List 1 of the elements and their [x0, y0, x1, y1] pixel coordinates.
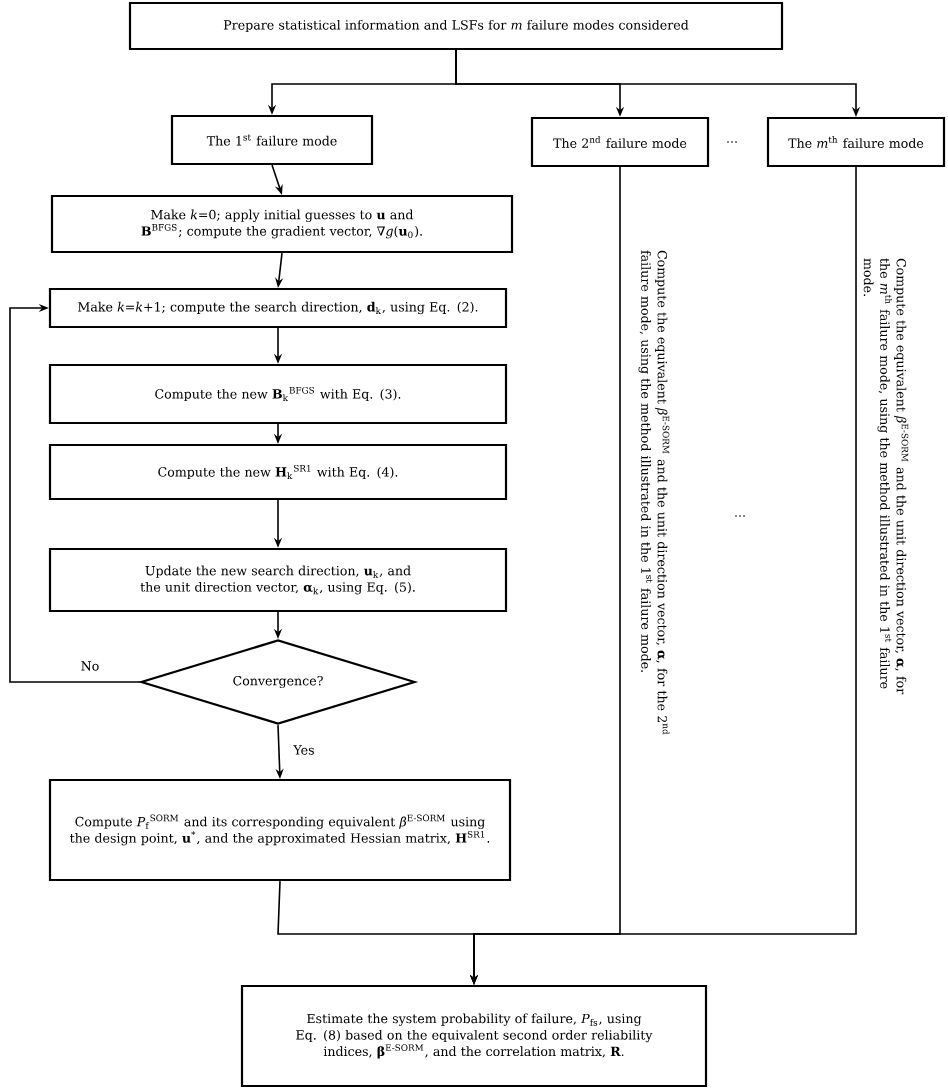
arrow — [9, 303, 141, 683]
